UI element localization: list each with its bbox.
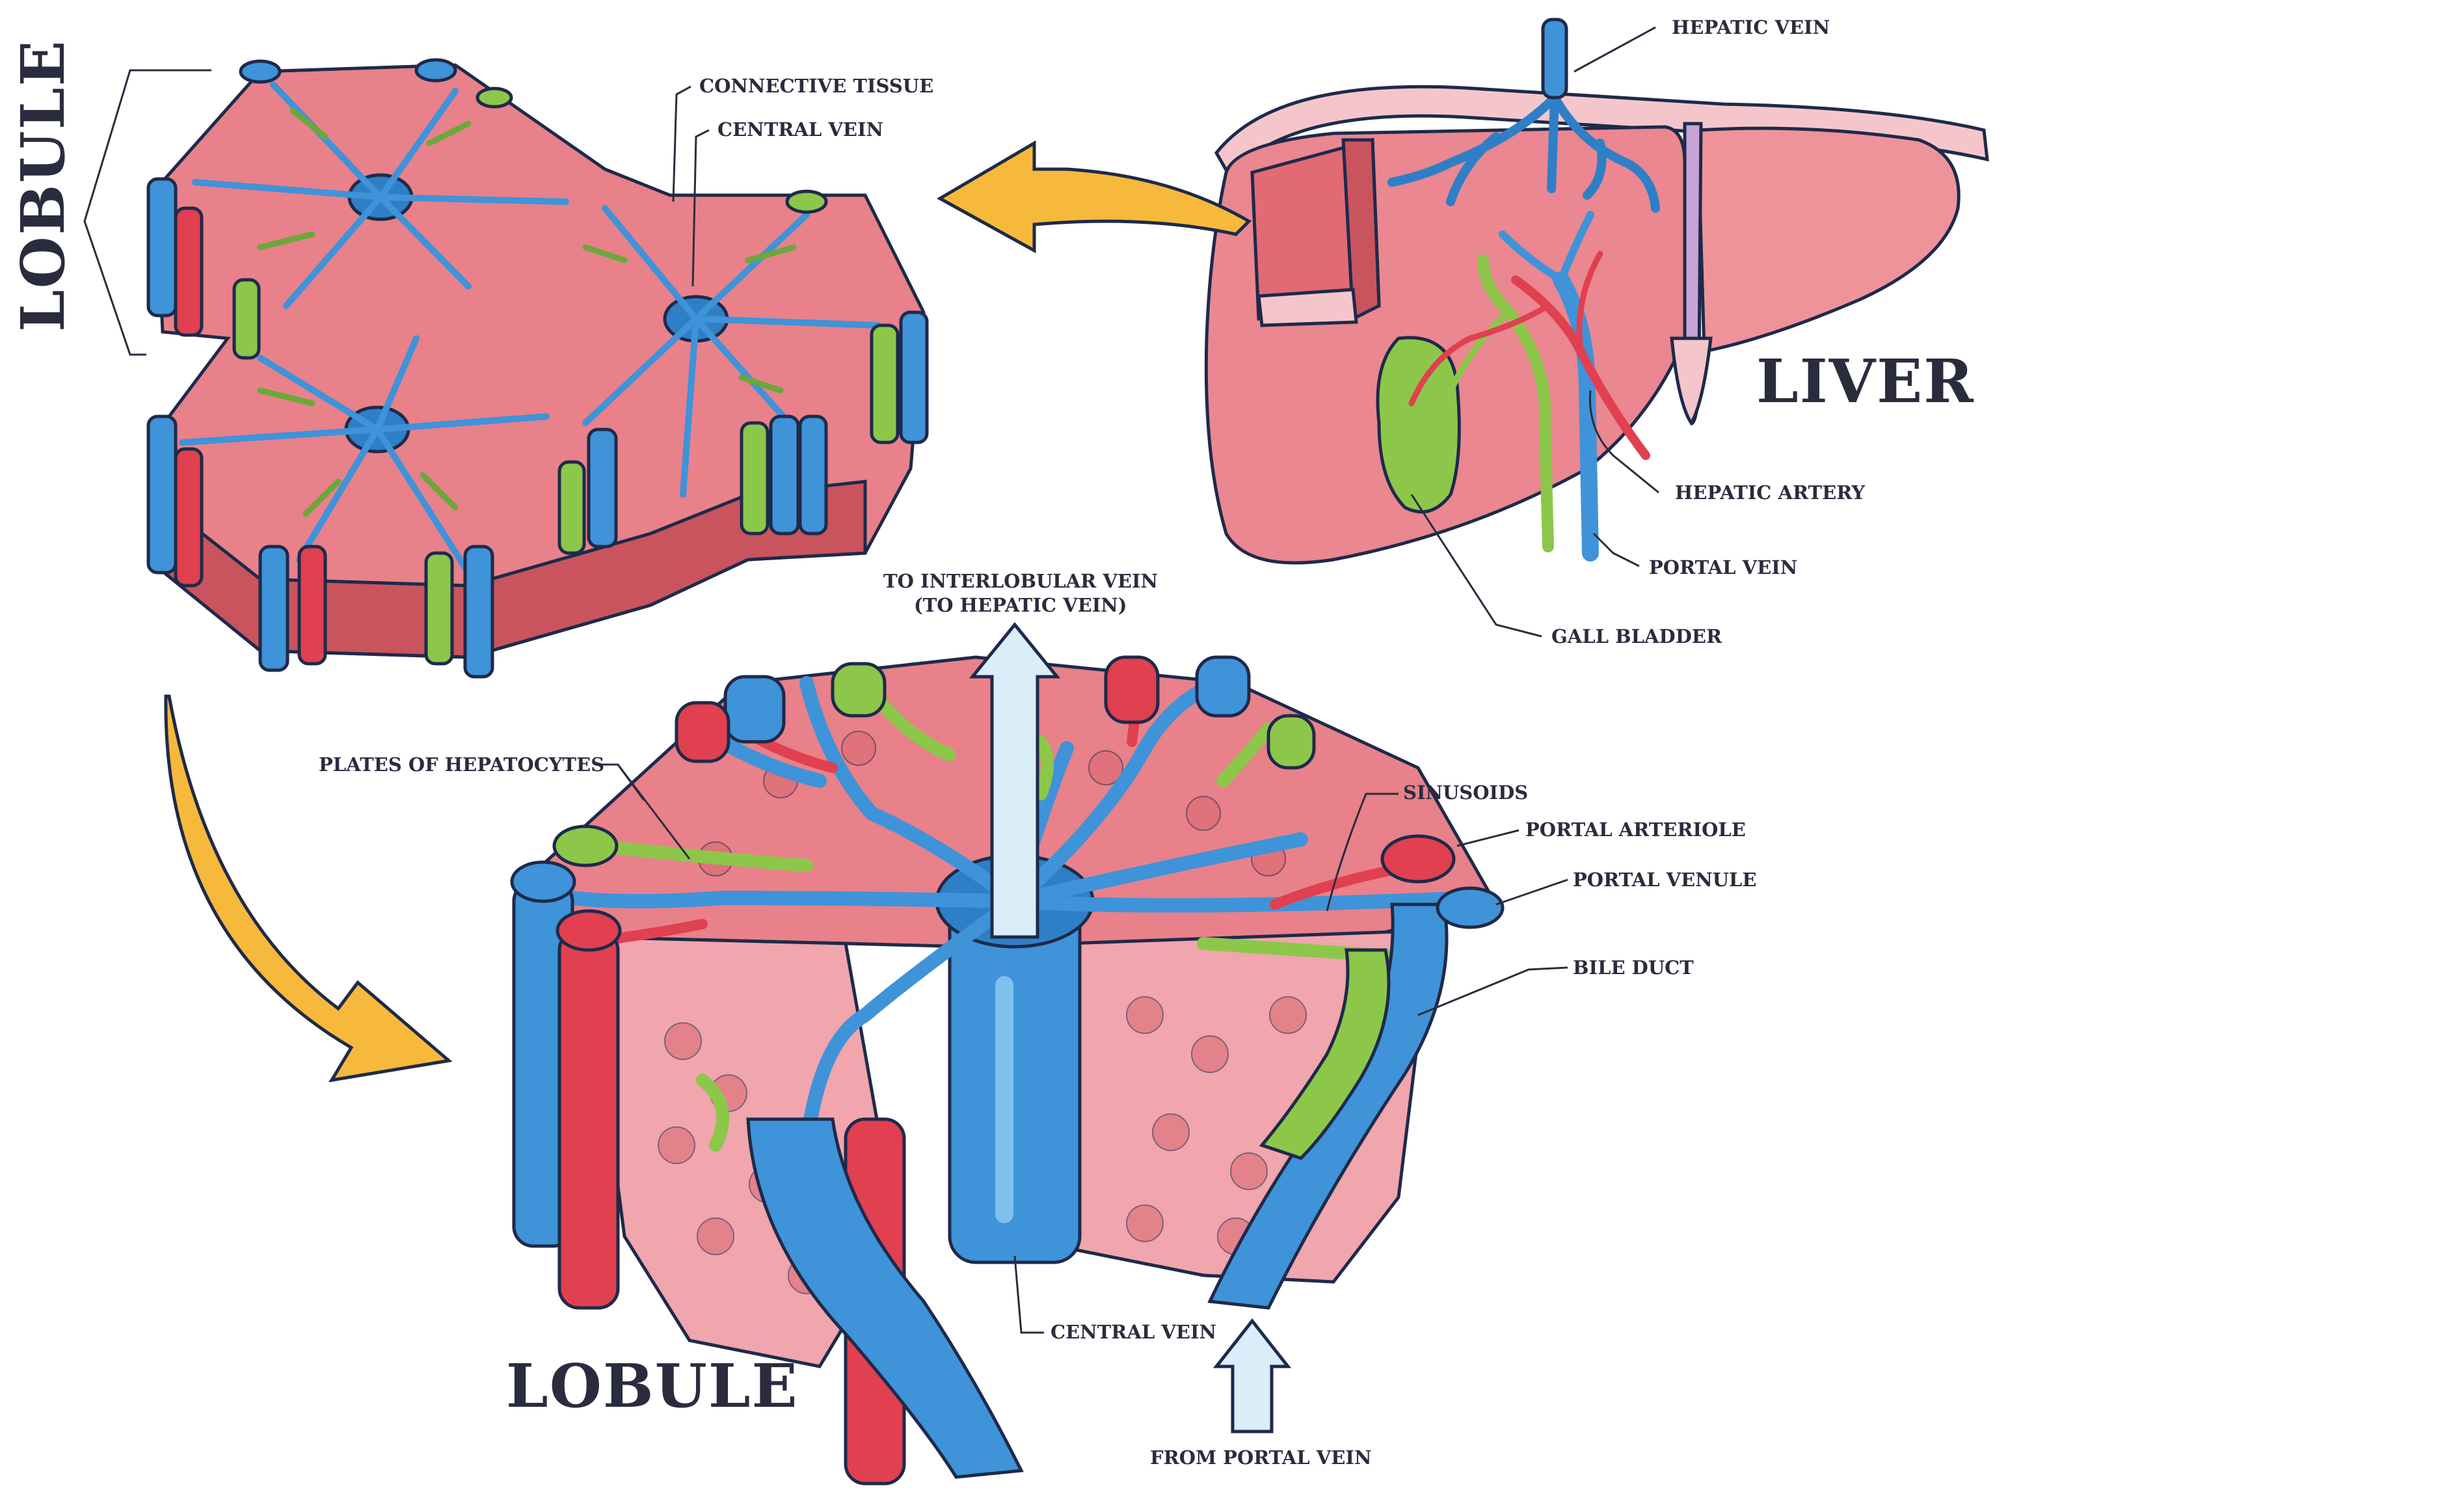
label-central-vein-top: CENTRAL VEIN: [717, 118, 883, 141]
hepatic-vein-tree: [1387, 21, 1660, 213]
lobule-sinusoids: [565, 676, 1477, 1152]
label-gall-bladder: GALL BLADDER: [1551, 625, 1722, 647]
bottom-portal-venule: [746, 1117, 1024, 1479]
cluster-sinusoids: [179, 81, 881, 576]
label-portal-venule: PORTAL VENULE: [1573, 869, 1757, 891]
label-portal-vein: PORTAL VEIN: [1649, 556, 1797, 578]
central-vein-trunk: [948, 896, 1082, 1264]
label-from-portal-vein: FROM PORTAL VEIN: [1150, 1446, 1371, 1469]
ligament-drop-1: [1670, 336, 1713, 426]
label-hepatic-artery: HEPATIC ARTERY: [1675, 482, 1865, 504]
cluster-bile-branches: [257, 107, 797, 517]
lobule-bracket: [83, 69, 211, 356]
liver-organ: [1204, 18, 1989, 565]
label-sinusoids: SINUSOIDS: [1403, 781, 1528, 804]
gall-bladder: [1376, 336, 1461, 514]
label-to-interlobular-vein: TO INTERLOBULAR VEIN: [883, 570, 1158, 592]
label-central-vein-bottom: CENTRAL VEIN: [1051, 1321, 1216, 1343]
arrow-up-from-portal-vein: [1212, 1318, 1292, 1433]
label-connective-tissue: CONNECTIVE TISSUE: [699, 75, 933, 97]
label-portal-arteriole: PORTAL ARTERIOLE: [1525, 819, 1746, 841]
arrow-up-to-hepatic-vein: [969, 622, 1061, 939]
right-bile-duct: [1259, 948, 1391, 1160]
label-hepatic-vein: HEPATIC VEIN: [1672, 16, 1830, 38]
left-portal-arteriole: [557, 929, 620, 1310]
lobule-cluster: [83, 58, 929, 679]
hepatic-vein-top: [1541, 18, 1568, 100]
liver-cut-section: [1250, 137, 1381, 327]
lobule-detail: [510, 622, 1505, 1486]
central-vein-highlight: [995, 976, 1013, 1223]
label-bile-duct: BILE DUCT: [1573, 957, 1694, 979]
label-plates-of-hepatocytes: PLATES OF HEPATOCYTES: [319, 754, 604, 776]
liver-vessels: [1408, 211, 1650, 562]
leader-lines: [595, 26, 1659, 1334]
cluster-vessels: [146, 58, 929, 679]
label-to-hepatic-vein: (TO HEPATIC VEIN): [914, 594, 1127, 616]
liver-left-lobe: [1696, 126, 1961, 354]
liver-title: LIVER: [1756, 346, 1975, 416]
lobule-bottom-title: LOBULE: [506, 1351, 799, 1421]
lobule-vessels: [510, 655, 1505, 1486]
yellow-arrow-liver-to-cluster: [936, 140, 1252, 254]
lobule-vertical-title: LOBULE: [8, 39, 78, 332]
yellow-arrow-cluster-to-lobule: [164, 694, 453, 1083]
liver-capsule-band: [1214, 85, 1989, 179]
